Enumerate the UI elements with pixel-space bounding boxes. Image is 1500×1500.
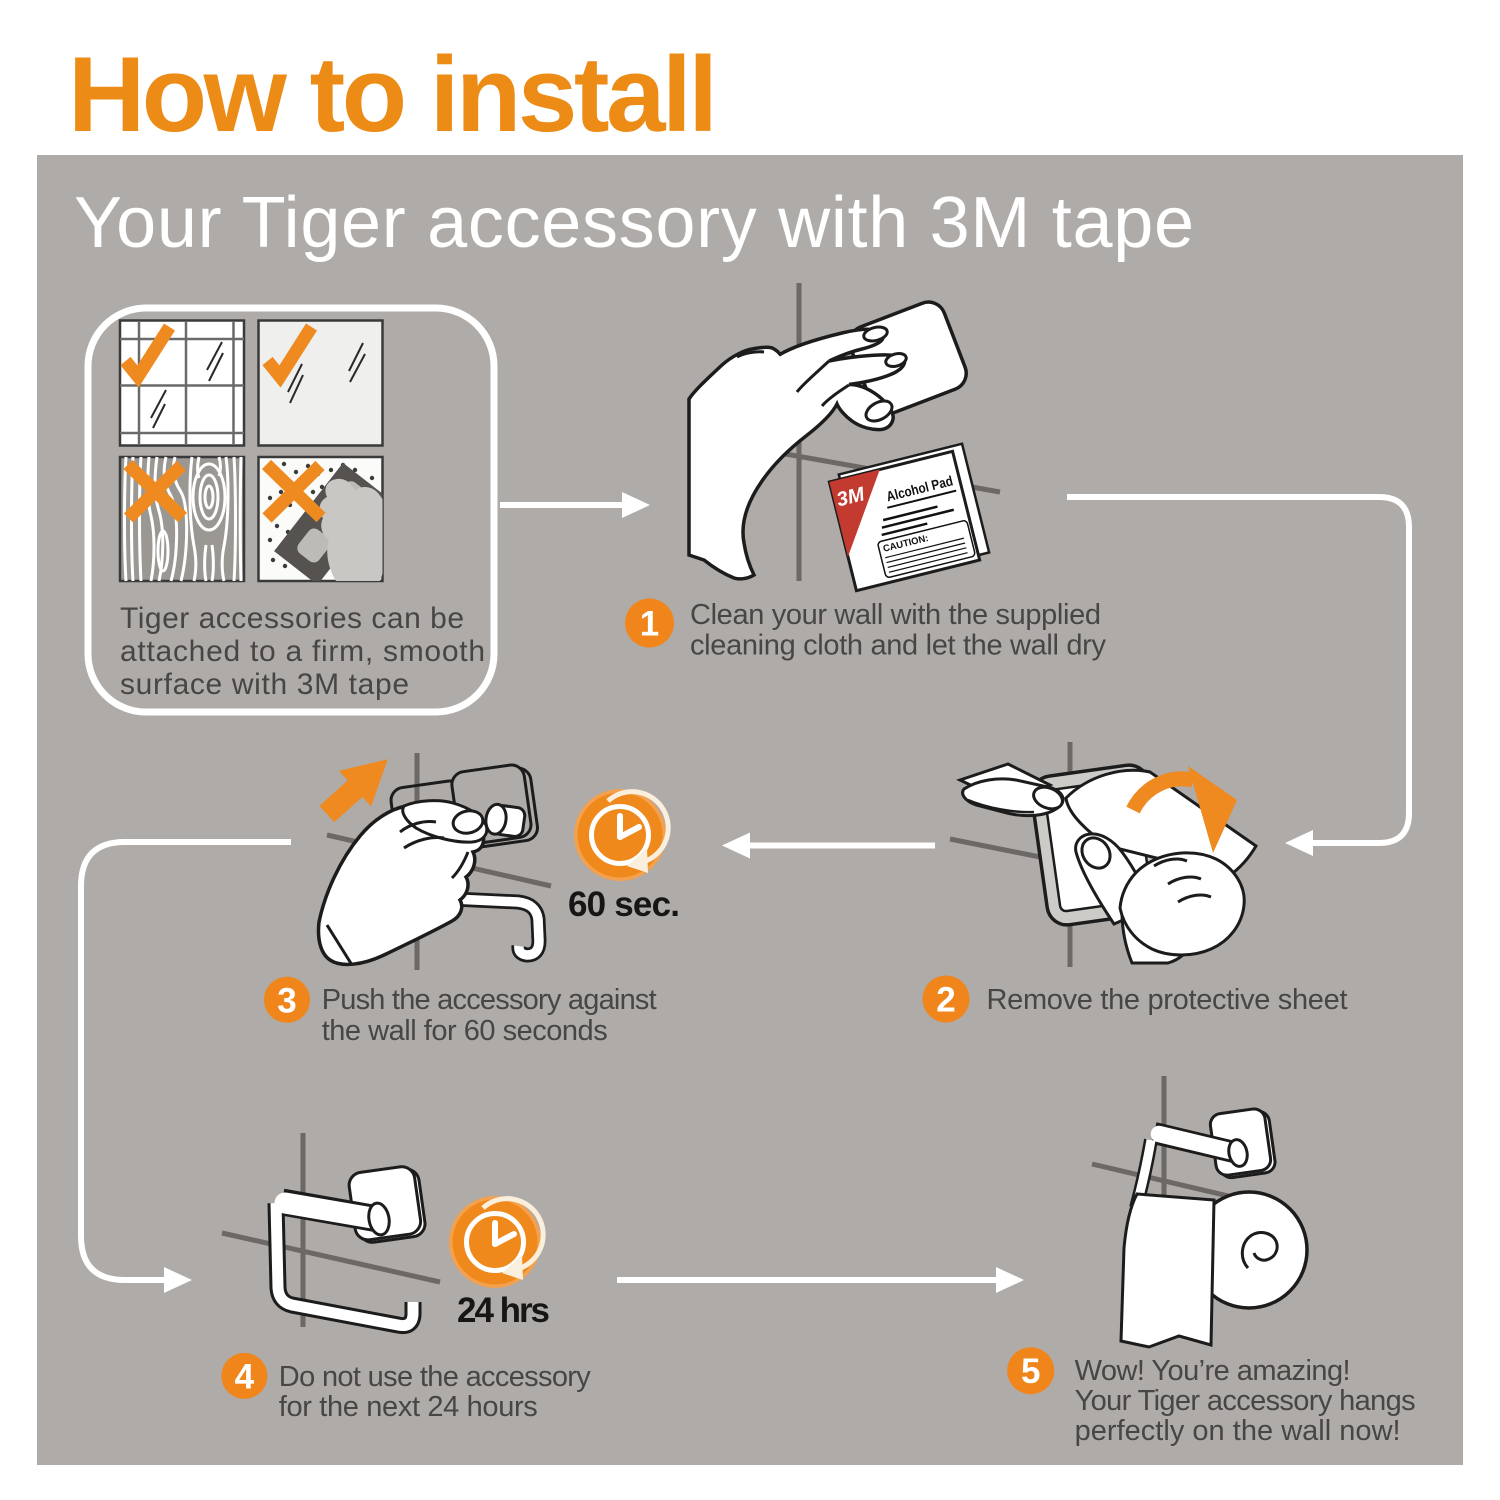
svg-text:Wow! You’re amazing!: Wow! You’re amazing! [1075, 1355, 1351, 1387]
svg-text:How to install: How to install [68, 34, 718, 154]
svg-text:5: 5 [1021, 1352, 1040, 1391]
svg-text:24 hrs: 24 hrs [457, 1291, 550, 1330]
svg-text:60 sec.: 60 sec. [568, 885, 680, 924]
svg-text:Your Tiger accessory with 3M t: Your Tiger accessory with 3M tape [74, 183, 1194, 263]
svg-text:Push the accessory against: Push the accessory against [322, 984, 657, 1016]
svg-text:1: 1 [640, 605, 659, 644]
svg-text:Your Tiger accessory hangs: Your Tiger accessory hangs [1075, 1385, 1416, 1417]
svg-text:perfectly on the wall now!: perfectly on the wall now! [1075, 1415, 1401, 1447]
svg-text:cleaning cloth and let the wal: cleaning cloth and let the wall dry [690, 630, 1107, 662]
svg-text:Tiger accessories can be: Tiger accessories can be [120, 602, 464, 635]
svg-text:4: 4 [235, 1357, 255, 1396]
svg-text:3: 3 [277, 981, 296, 1020]
svg-text:surface with 3M tape: surface with 3M tape [120, 668, 409, 701]
svg-text:attached to a firm, smooth: attached to a firm, smooth [120, 635, 485, 668]
svg-text:the wall for 60 seconds: the wall for 60 seconds [322, 1015, 608, 1047]
svg-text:Do not use the accessory: Do not use the accessory [279, 1361, 592, 1393]
svg-text:2: 2 [936, 981, 955, 1020]
svg-text:Clean your wall with the suppl: Clean your wall with the supplied [690, 599, 1101, 631]
svg-text:for the next 24 hours: for the next 24 hours [279, 1391, 538, 1423]
svg-text:Remove the protective sheet: Remove the protective sheet [987, 984, 1348, 1016]
